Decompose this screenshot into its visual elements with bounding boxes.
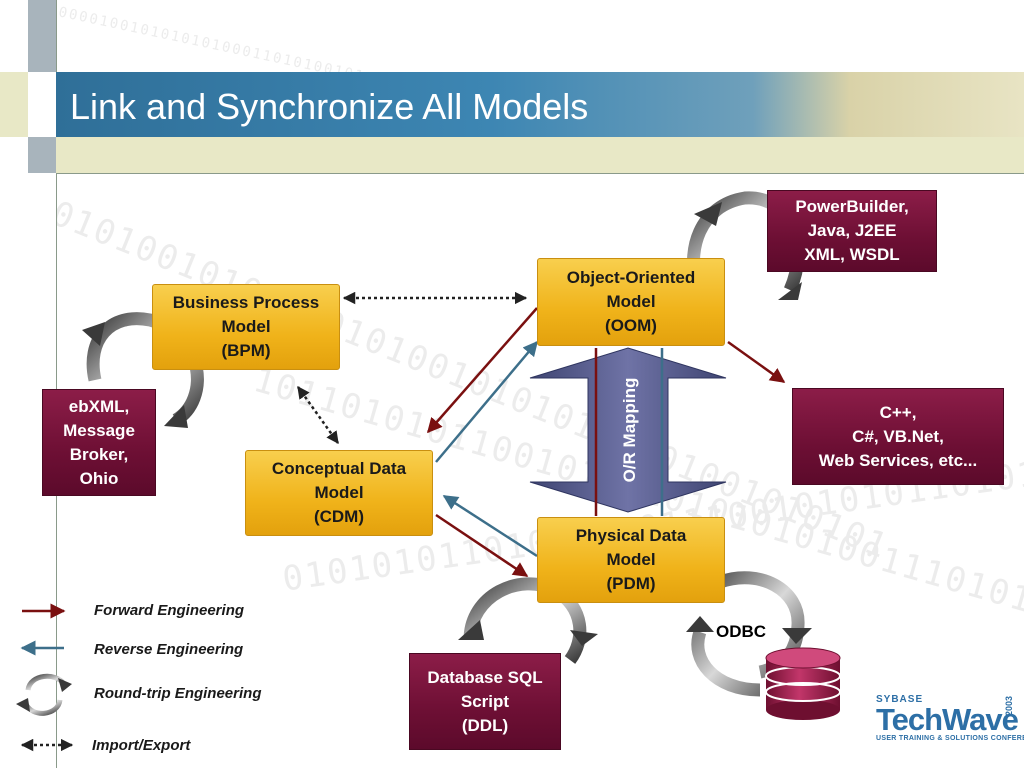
bpm-line-3: (BPM) (221, 341, 271, 360)
ebxml-line-1: ebXML, (68, 396, 130, 416)
band-block-middle (0, 72, 28, 137)
pdm-line-2: Model (606, 550, 656, 569)
oom-line-1: Object-Oriented (566, 268, 696, 287)
ddl-box[interactable]: Database SQL Script (DDL) (409, 653, 561, 750)
cdm-line-3: (CDM) (313, 507, 365, 526)
legend-roundtrip-icon (16, 673, 72, 716)
database-icon (765, 647, 841, 720)
techwave-logo: SYBASE TechWave 2003 USER TRAINING & SOL… (876, 694, 1024, 754)
band-block-bottom (28, 137, 56, 173)
ddl-line-1: Database SQL (427, 667, 543, 687)
cdm-box[interactable]: Conceptual Data Model (CDM) (245, 450, 433, 536)
oom-line-2: Model (606, 292, 656, 311)
legend-roundtrip-label: Round-trip Engineering (94, 685, 262, 702)
cpp-box[interactable]: C++, C#, VB.Net, Web Services, etc... (792, 388, 1004, 485)
forward-oom-to-cpp (727, 340, 786, 384)
pdm-line-3: (PDM) (606, 574, 656, 593)
cdm-line-1: Conceptual Data (271, 459, 407, 478)
cpp-line-2: C#, VB.Net, (852, 426, 944, 446)
title-bar: Link and Synchronize All Models (56, 72, 1024, 137)
logo-brand: SYBASE (876, 694, 924, 705)
powerbuilder-line-2: Java, J2EE (807, 221, 897, 240)
powerbuilder-box[interactable]: PowerBuilder, Java, J2EE XML, WSDL (767, 190, 937, 272)
legend-forward-label: Forward Engineering (94, 602, 245, 619)
cpp-line-1: C++, (879, 402, 917, 422)
oom-box[interactable]: Object-Oriented Model (OOM) (537, 258, 725, 346)
bpm-box[interactable]: Business Process Model (BPM) (152, 284, 340, 370)
ebxml-line-4: Ohio (79, 468, 119, 488)
legend-import-export-label: Import/Export (92, 737, 191, 754)
pdm-line-1: Physical Data (575, 526, 687, 545)
forward-oom-to-cdm (427, 307, 538, 434)
roundtrip-arc-ebxml (86, 312, 204, 426)
cdm-line-2: Model (314, 483, 364, 502)
powerbuilder-line-3: XML, WSDL (804, 245, 900, 264)
left-decorative-band (0, 0, 57, 768)
legend-reverse-label: Reverse Engineering (94, 641, 244, 658)
slide-title: Link and Synchronize All Models (70, 86, 589, 127)
logo-tagline: USER TRAINING & SOLUTIONS CONFERENCE (876, 735, 1024, 742)
cpp-line-3: Web Services, etc... (818, 450, 978, 470)
pdm-box[interactable]: Physical Data Model (PDM) (537, 517, 725, 603)
ddl-line-2: Script (460, 691, 510, 711)
powerbuilder-line-1: PowerBuilder, (795, 197, 909, 216)
or-mapping-arrow (529, 347, 727, 513)
forward-cdm-to-pdm (435, 513, 529, 578)
logo-name: TechWave (876, 702, 1019, 737)
ddl-line-3: (DDL) (461, 715, 509, 735)
bpm-line-1: Business Process (172, 293, 320, 312)
title-sub-bar (56, 137, 1024, 174)
import-export-bpm-cdm (296, 385, 340, 445)
ebxml-box[interactable]: ebXML, Message Broker, Ohio (42, 389, 156, 496)
or-mapping-label: O/R Mapping (620, 377, 639, 483)
odbc-label: ODBC (716, 622, 767, 641)
ebxml-line-2: Message (63, 420, 135, 440)
ebxml-line-3: Broker, (69, 444, 129, 464)
band-block-top (28, 0, 56, 72)
logo-year: 2003 (1004, 696, 1014, 717)
reverse-pdm-to-cdm (442, 494, 538, 558)
oom-line-3: (OOM) (605, 316, 657, 335)
reverse-cdm-to-oom (435, 340, 538, 463)
bpm-line-2: Model (221, 317, 271, 336)
